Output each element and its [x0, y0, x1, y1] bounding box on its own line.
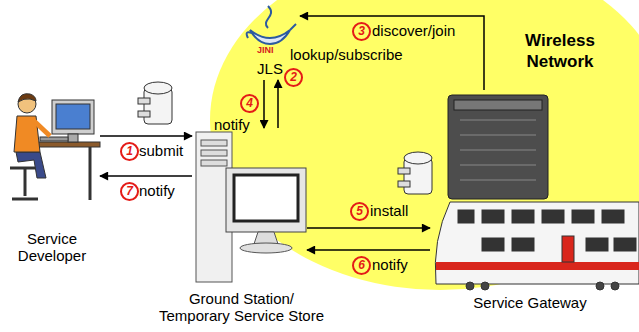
connector-arrow [263, 80, 265, 128]
developer-station: Service Developer [5, 80, 100, 210]
callout-number: 5 [350, 202, 369, 221]
edge-label: lookup/subscribe [290, 46, 403, 64]
connector-arrow [277, 80, 279, 128]
logo-text: JINI [257, 45, 274, 55]
developer-figure [10, 94, 100, 200]
edge-label: notify [139, 182, 175, 200]
node-caption: Service Gateway [460, 294, 600, 311]
edge-label: install [370, 202, 408, 220]
connector-arrow [307, 227, 430, 229]
callout-number: 2 [284, 68, 303, 87]
connector-arrow [307, 249, 430, 251]
node-label: Service Developer [12, 230, 92, 264]
connector-arrow [100, 135, 192, 137]
node-caption: Ground Station/ Temporary Service Store [154, 290, 329, 324]
network-ellipse [210, 0, 639, 290]
service-gateway: Service Gateway [430, 90, 639, 290]
node-caption: Wireless Network [505, 30, 615, 72]
node-label: Ground Station/ Temporary Service Store [154, 290, 329, 324]
service-component [138, 82, 172, 124]
gateway-device [448, 95, 548, 199]
ground-station: Ground Station/ Temporary Service Store [192, 128, 307, 288]
train [435, 202, 639, 290]
edge-label: notify [214, 116, 250, 134]
callout-number: 7 [120, 182, 139, 201]
callout-number: 3 [352, 22, 371, 41]
callout-number: 6 [352, 256, 371, 275]
network-region: Wireless NetworkJLSService Gateway [210, 0, 639, 290]
edge-label: submit [139, 142, 183, 160]
edge-label: notify [372, 256, 408, 274]
callout-number: 4 [240, 94, 259, 113]
connector-arrow [100, 175, 192, 177]
node-caption: Service Developer [12, 230, 92, 264]
edge-label: discover/join [372, 22, 455, 40]
callout-number: 1 [120, 142, 139, 161]
node-label: Service Gateway [460, 294, 600, 311]
node-label: Wireless Network [505, 30, 615, 72]
